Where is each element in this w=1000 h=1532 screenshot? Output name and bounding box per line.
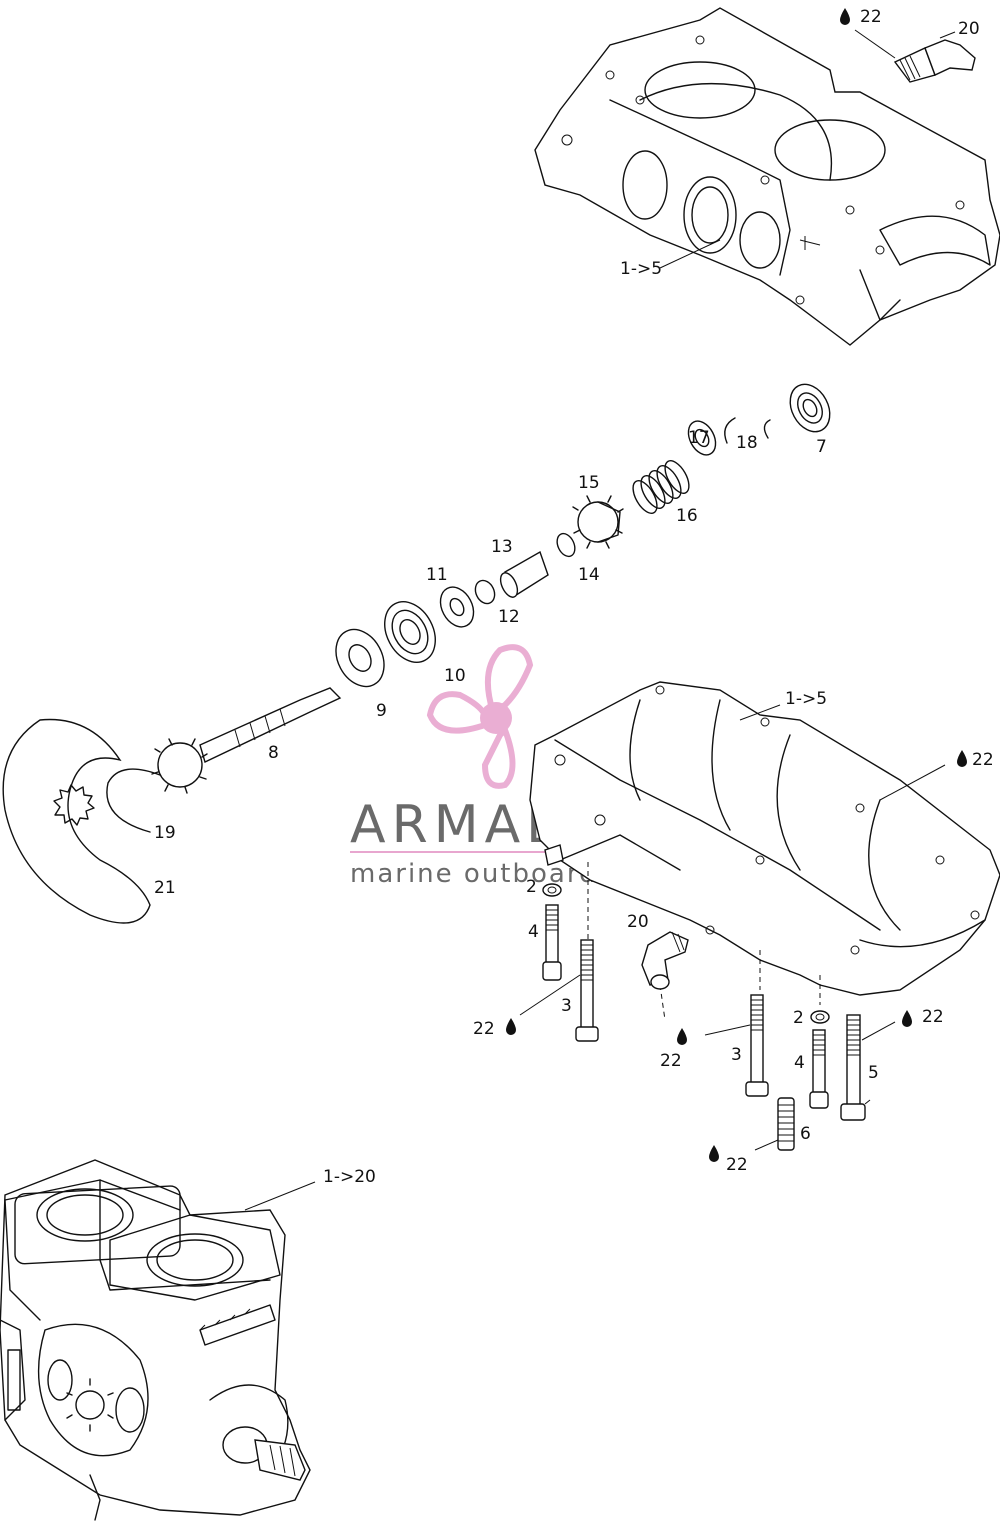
callout-8: 8 bbox=[268, 743, 279, 763]
bushing-17 bbox=[687, 420, 717, 456]
washer-11 bbox=[439, 586, 475, 628]
oil-drop-icon bbox=[506, 1018, 516, 1035]
callout-21: 21 bbox=[154, 878, 176, 898]
elbow-fitting-top bbox=[893, 39, 976, 83]
gasket-21 bbox=[2, 718, 151, 924]
callout-6: 6 bbox=[800, 1124, 811, 1144]
bolt-3-right bbox=[745, 994, 769, 1097]
engine-assembly bbox=[0, 1159, 311, 1521]
callout-17: 17 bbox=[688, 428, 710, 448]
callout-18: 18 bbox=[736, 433, 758, 453]
propeller-logo-icon bbox=[426, 644, 534, 789]
circlip-19 bbox=[106, 768, 161, 833]
bearing-7 bbox=[789, 383, 831, 433]
callout-22-mid: 22 bbox=[972, 750, 994, 770]
oil-drop-icon bbox=[840, 8, 850, 25]
callout-1-5-top: 1->5 bbox=[620, 259, 662, 279]
callout-19: 19 bbox=[154, 823, 176, 843]
callout-16: 16 bbox=[676, 506, 698, 526]
dowel-2-right bbox=[810, 1010, 830, 1024]
upper-crankcase-half bbox=[534, 7, 1000, 346]
callout-22-d: 22 bbox=[726, 1155, 748, 1175]
bearing-10 bbox=[384, 601, 436, 663]
ring-12 bbox=[474, 579, 496, 605]
callout-22-c: 22 bbox=[922, 1007, 944, 1027]
bolt-4-left bbox=[542, 904, 562, 981]
lower-crankcase-half bbox=[529, 681, 1000, 996]
gear-15 bbox=[572, 495, 624, 549]
bolt-3-left bbox=[575, 939, 599, 1042]
oil-drop-icon bbox=[902, 1010, 912, 1027]
callout-7: 7 bbox=[816, 437, 827, 457]
callout-15: 15 bbox=[578, 473, 600, 493]
callout-22-b: 22 bbox=[660, 1051, 682, 1071]
spring-16 bbox=[632, 460, 690, 514]
callout-4-left: 4 bbox=[528, 922, 539, 942]
bolt-5 bbox=[840, 1014, 866, 1121]
sleeve-13 bbox=[499, 550, 549, 599]
callout-2-left: 2 bbox=[526, 877, 537, 897]
callout-12: 12 bbox=[498, 607, 520, 627]
callout-13: 13 bbox=[491, 537, 513, 557]
elbow-fitting-20 bbox=[641, 931, 689, 990]
callout-2-right: 2 bbox=[793, 1008, 804, 1028]
callout-4-right: 4 bbox=[794, 1053, 805, 1073]
callout-20-mid: 20 bbox=[627, 912, 649, 932]
callout-5: 5 bbox=[868, 1063, 879, 1083]
callout-1-5-mid: 1->5 bbox=[785, 689, 827, 709]
callout-22-a: 22 bbox=[473, 1019, 495, 1039]
oil-drop-icon bbox=[957, 750, 967, 767]
ring-14 bbox=[556, 532, 576, 558]
oil-drop-icon bbox=[709, 1145, 719, 1162]
callout-10: 10 bbox=[444, 666, 466, 686]
callout-3-left: 3 bbox=[561, 996, 572, 1016]
callout-22-top: 22 bbox=[860, 7, 882, 27]
circlip-18 bbox=[724, 417, 771, 444]
callout-20-top: 20 bbox=[958, 19, 980, 39]
drive-shaft-8 bbox=[151, 687, 342, 794]
oil-drop-icon bbox=[677, 1028, 687, 1045]
callout-9: 9 bbox=[376, 701, 387, 721]
callout-1-20: 1->20 bbox=[323, 1167, 376, 1187]
bolt-4-right bbox=[809, 1029, 829, 1109]
seal-9 bbox=[335, 628, 385, 688]
callout-3-right: 3 bbox=[731, 1045, 742, 1065]
callout-14: 14 bbox=[578, 565, 600, 585]
stud-6 bbox=[777, 1097, 795, 1151]
callout-11: 11 bbox=[426, 565, 448, 585]
dowel-2-left bbox=[542, 883, 562, 897]
